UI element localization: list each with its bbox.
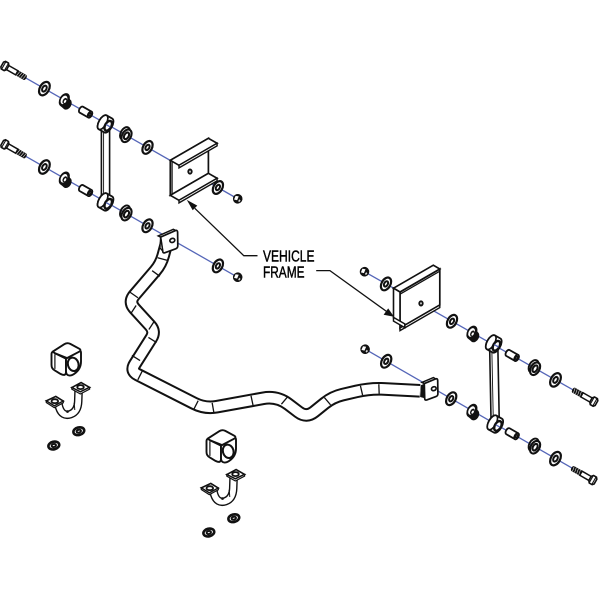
svg-text:FRAME: FRAME — [263, 264, 305, 281]
svg-text:VEHICLE: VEHICLE — [263, 248, 315, 265]
